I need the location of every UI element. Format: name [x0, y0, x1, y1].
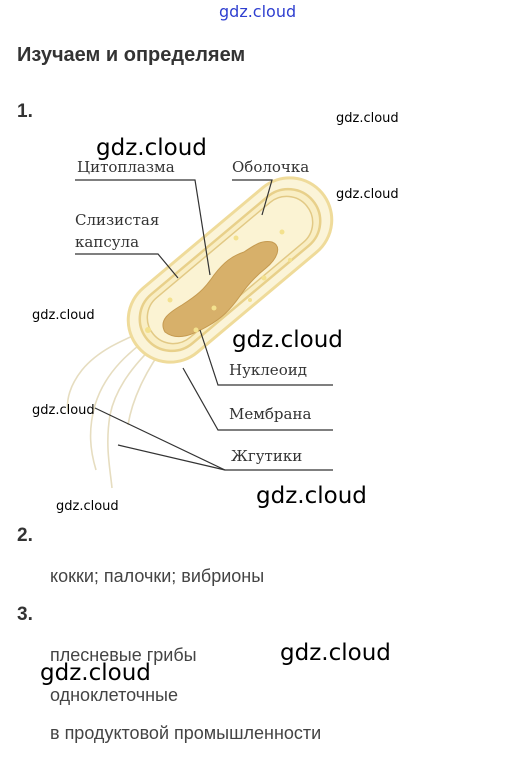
label-flagella: Жгутики [231, 447, 303, 465]
question-number-3: 3. [17, 604, 33, 625]
nucleoid [162, 241, 279, 338]
watermark: gdz.cloud [280, 640, 391, 666]
leader-lines [75, 179, 333, 471]
watermark: gdz.cloud [336, 111, 399, 126]
label-shell: Оболочка [232, 158, 310, 176]
label-capsule-line2: капсула [75, 233, 140, 251]
question-number-1: 1. [17, 101, 33, 122]
watermark-top: gdz.cloud [219, 2, 297, 21]
label-membrane: Мембрана [229, 405, 312, 423]
watermark: gdz.cloud [56, 499, 119, 514]
answer-3-line1: плесневые грибы [50, 645, 197, 665]
label-nucleoid: Нуклеоид [229, 361, 307, 379]
answer-2: кокки; палочки; вибрионы [50, 566, 265, 586]
watermark: gdz.cloud [96, 135, 207, 161]
watermark: gdz.cloud [40, 660, 151, 686]
watermark: gdz.cloud [32, 403, 95, 418]
watermark: gdz.cloud [232, 327, 343, 353]
label-capsule-line1: Слизистая [75, 211, 160, 229]
watermark: gdz.cloud [336, 187, 399, 202]
watermark: gdz.cloud [256, 483, 367, 509]
question-number-2: 2. [17, 525, 33, 546]
watermark: gdz.cloud [32, 308, 95, 323]
section-heading: Изучаем и определяем [17, 44, 246, 66]
answer-3-line2: одноклеточные [50, 685, 178, 705]
label-cytoplasm: Цитоплазма [77, 158, 175, 176]
ribosomes [145, 229, 292, 333]
answer-3-line3: в продуктовой промышленности [50, 723, 322, 743]
